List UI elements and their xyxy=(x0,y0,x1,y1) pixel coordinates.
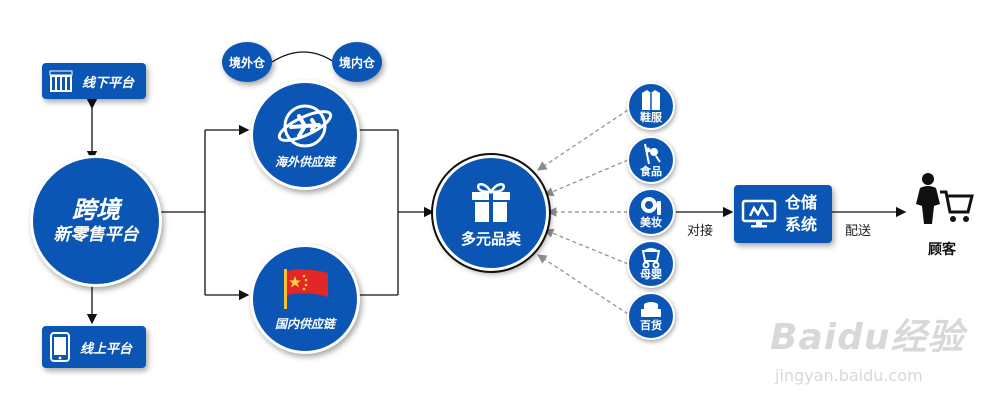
gift-icon xyxy=(466,178,516,224)
overseas-warehouse-label: 境外仓 xyxy=(228,55,265,70)
connect-label: 对接 xyxy=(687,224,714,239)
china-flag-icon xyxy=(278,267,332,311)
cat-arrow-1 xyxy=(537,109,629,171)
watermark-brand: Baidu经验 xyxy=(770,317,965,358)
category-label: 母婴 xyxy=(640,268,662,281)
category-label: 食品 xyxy=(640,165,662,178)
domestic-warehouse[interactable]: 境内仓 xyxy=(332,42,382,82)
platform-title: 跨境 xyxy=(72,196,120,224)
airplane-globe-icon xyxy=(275,101,335,151)
offline-platform-box[interactable]: 线下平台 xyxy=(42,63,146,99)
overseas-warehouse[interactable]: 境外仓 xyxy=(222,42,272,82)
category-label: 鞋服 xyxy=(640,111,662,124)
jacket-icon xyxy=(640,88,662,112)
warehouse-arc xyxy=(271,51,335,63)
hub-label: 多元品类 xyxy=(460,229,521,248)
overseas-supply-chain[interactable]: 海外供应链 xyxy=(250,80,360,190)
domestic-chain-label: 国内供应链 xyxy=(274,316,335,331)
category-apparel[interactable]: 鞋服 xyxy=(627,82,675,130)
warehouse-system-line1: 仓储 xyxy=(785,193,818,212)
cosmetics-icon xyxy=(639,195,663,217)
storefront-icon xyxy=(48,68,74,94)
category-food[interactable]: 食品 xyxy=(627,136,675,184)
delivery-label: 配送 xyxy=(845,224,872,239)
platform-subtitle: 新零售平台 xyxy=(53,225,139,245)
warehouse-system-line2: 系统 xyxy=(785,215,818,234)
multi-category-hub[interactable]: 多元品类 xyxy=(431,153,551,273)
cat-arrow-5 xyxy=(536,254,629,315)
domestic-supply-chain[interactable]: 国内供应链 xyxy=(250,244,360,354)
online-platform-box[interactable]: 线上平台 xyxy=(42,326,146,368)
category-label: 百货 xyxy=(640,319,662,332)
stroller-icon xyxy=(639,247,663,269)
monitor-icon xyxy=(741,198,777,230)
food-icon xyxy=(639,142,663,166)
domestic-warehouse-label: 境内仓 xyxy=(338,55,375,70)
cat-arrow-4 xyxy=(543,228,629,265)
tablet-icon xyxy=(50,332,70,362)
category-general-merchandise[interactable]: 百货 xyxy=(627,292,675,340)
sofa-icon xyxy=(639,300,663,320)
watermark-url: jingyan.baidu.com xyxy=(775,366,923,385)
online-platform-label: 线上平台 xyxy=(80,341,133,357)
offline-platform-label: 线下平台 xyxy=(82,75,135,91)
warehouse-system-box[interactable]: 仓储 系统 xyxy=(734,185,832,243)
shopper-cart-icon xyxy=(912,172,976,226)
category-label: 美妆 xyxy=(640,216,662,229)
cross-border-platform[interactable]: 跨境 新零售平台 xyxy=(30,155,162,287)
cat-arrow-2 xyxy=(543,159,629,197)
category-maternal-baby[interactable]: 母婴 xyxy=(627,240,675,288)
overseas-chain-label: 海外供应链 xyxy=(274,154,335,169)
category-cosmetics[interactable]: 美妆 xyxy=(627,188,675,236)
customer-label: 顾客 xyxy=(928,242,956,258)
